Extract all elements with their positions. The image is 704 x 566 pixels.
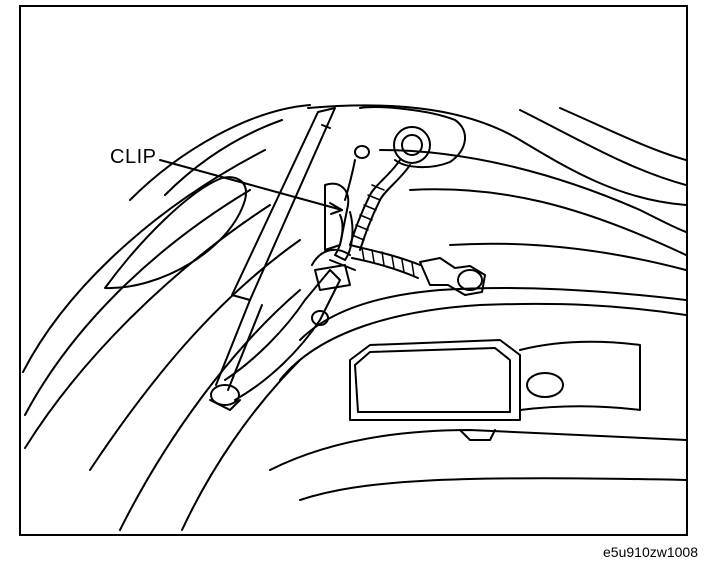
clip-part bbox=[344, 145, 370, 201]
clip-leader-arrow bbox=[329, 202, 343, 215]
panel-reflection bbox=[104, 176, 247, 290]
figure-code: e5u910zw1008 bbox=[603, 544, 698, 560]
trunk-opening bbox=[269, 287, 686, 501]
illustration-frame bbox=[19, 5, 688, 536]
wiring-harness bbox=[329, 159, 421, 279]
lamp-housing bbox=[359, 106, 466, 168]
gas-strut bbox=[209, 107, 336, 411]
trunk-lid-panel-curves bbox=[22, 104, 311, 531]
rear-body-lines bbox=[307, 104, 686, 271]
clip-leader-line bbox=[159, 159, 343, 211]
clip-callout-label: CLIP bbox=[110, 146, 157, 168]
harness-connector bbox=[419, 257, 486, 296]
